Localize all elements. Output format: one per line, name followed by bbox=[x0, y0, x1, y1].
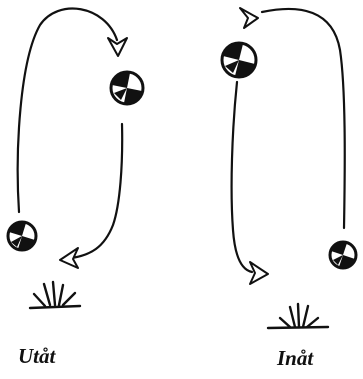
right-outer-trajectory bbox=[262, 9, 345, 228]
right-inner-trajectory bbox=[232, 82, 252, 272]
right-panel-caption: Inåt bbox=[277, 348, 313, 369]
right-panel bbox=[222, 8, 356, 328]
left-outer-trajectory bbox=[18, 9, 117, 212]
left-upper-ball bbox=[111, 72, 143, 104]
right-inner-arrowhead bbox=[250, 262, 268, 284]
left-panel-caption: Utåt bbox=[18, 346, 55, 367]
right-upper-ball bbox=[222, 43, 256, 77]
right-lower-ball bbox=[330, 242, 356, 268]
right-outer-arrowhead bbox=[240, 8, 258, 28]
left-hole-grass bbox=[30, 282, 80, 308]
left-panel bbox=[8, 9, 143, 308]
left-inner-trajectory bbox=[72, 124, 122, 258]
left-lower-ball bbox=[8, 222, 36, 250]
right-hole-grass bbox=[268, 304, 328, 328]
